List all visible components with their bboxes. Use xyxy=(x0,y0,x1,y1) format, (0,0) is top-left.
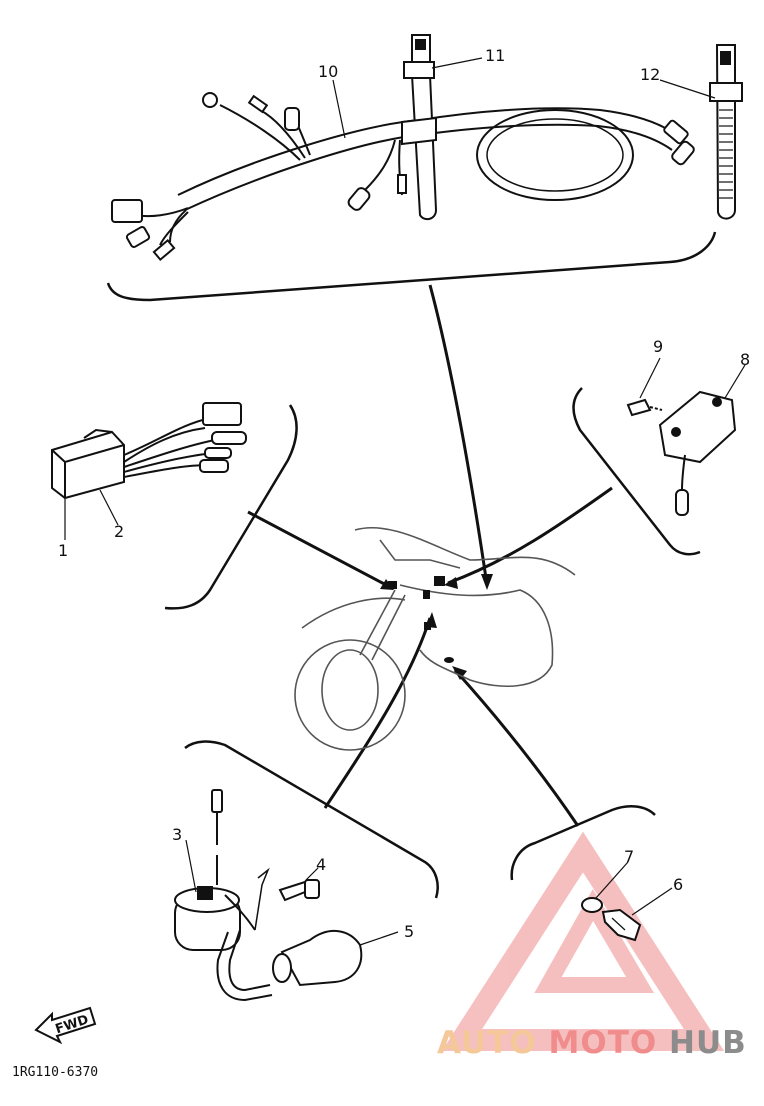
band-11 xyxy=(401,34,438,221)
motorcycle-outline xyxy=(294,526,576,751)
regulator xyxy=(626,390,737,516)
watermark-auto: AUTO xyxy=(437,1025,537,1061)
svg-text:AUTO MOTO HUB: AUTO MOTO HUB xyxy=(437,1025,747,1061)
forward-arrow-icon: FWD xyxy=(34,1006,97,1045)
bolt-and-washer xyxy=(581,897,642,942)
tank-seat xyxy=(354,526,576,576)
frame-regulator xyxy=(572,387,701,556)
callout-4: 4 xyxy=(316,855,326,874)
callout-10: 10 xyxy=(318,62,338,81)
ignition-coil xyxy=(174,789,363,1002)
callout-numbers: 1 2 3 4 5 6 7 8 9 10 11 12 xyxy=(58,46,750,941)
front-wheel-outline xyxy=(294,639,406,751)
fwd-label: FWD xyxy=(54,1012,91,1037)
callout-9: 9 xyxy=(653,337,663,356)
frame-rectifier xyxy=(164,404,298,610)
callout-12: 12 xyxy=(640,65,660,84)
harness-connectors xyxy=(111,92,695,262)
leader-lines xyxy=(247,284,613,827)
callout-11: 11 xyxy=(485,46,505,65)
callout-1: 1 xyxy=(58,541,68,560)
watermark-triangle xyxy=(441,831,725,1051)
band-12 xyxy=(709,44,743,220)
leader-harness xyxy=(428,284,489,586)
harness-loop xyxy=(476,109,634,201)
section-frames xyxy=(106,231,717,899)
frame-bolt xyxy=(510,805,656,881)
mounting-points xyxy=(388,576,454,663)
watermark-logo: AUTO MOTO HUB xyxy=(437,1025,747,1061)
watermark-hub: HUB xyxy=(669,1025,747,1061)
leader-rectifier xyxy=(247,510,391,589)
frame-body xyxy=(399,584,554,688)
callout-leaders xyxy=(64,57,746,946)
leader-regulator xyxy=(447,486,613,585)
rectifier xyxy=(51,402,247,500)
callout-5: 5 xyxy=(404,922,414,941)
leader-bolt xyxy=(453,668,580,827)
callout-3: 3 xyxy=(172,825,182,844)
callout-8: 8 xyxy=(740,350,750,369)
drawing-code: 1RG110-6370 xyxy=(12,1065,98,1080)
watermark-moto: MOTO xyxy=(549,1025,658,1061)
fork xyxy=(359,589,406,661)
front-fender xyxy=(301,597,406,629)
callout-6: 6 xyxy=(673,875,683,894)
wire-harness xyxy=(134,104,681,246)
callout-2: 2 xyxy=(114,522,124,541)
leader-ignition-coil xyxy=(323,617,432,809)
frame-ignition-coil xyxy=(184,740,439,899)
frame-harness xyxy=(106,231,717,302)
callout-7: 7 xyxy=(624,847,634,866)
